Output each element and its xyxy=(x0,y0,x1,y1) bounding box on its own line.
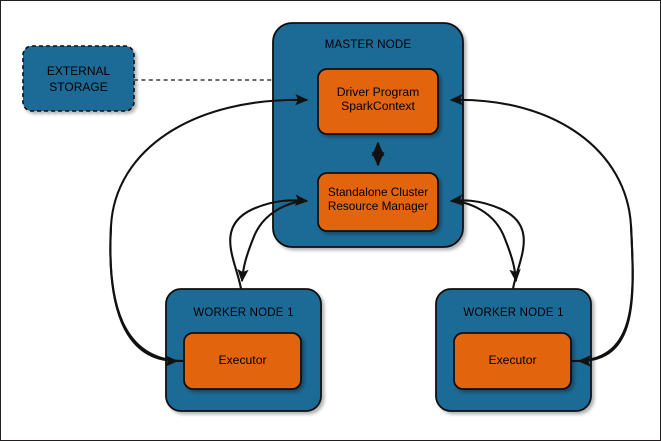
connector-rm-to-worker-left xyxy=(237,199,308,283)
connector-rm-to-worker-right xyxy=(450,199,521,283)
resource-manager-box[interactable] xyxy=(317,172,439,232)
connector-driver-to-executor-left xyxy=(109,225,179,367)
external-storage-node[interactable] xyxy=(22,45,135,112)
connector-worker-left-to-rm xyxy=(229,194,309,290)
connector-executor-left-to-driver xyxy=(109,93,309,363)
connector-executor-right-to-driver xyxy=(449,93,634,363)
connector-driver-to-executor-right xyxy=(577,225,634,367)
connector-worker-right-to-rm xyxy=(449,194,525,290)
driver-program-box[interactable] xyxy=(317,68,439,135)
executor-left-box[interactable] xyxy=(183,332,302,390)
executor-right-box[interactable] xyxy=(453,332,572,390)
